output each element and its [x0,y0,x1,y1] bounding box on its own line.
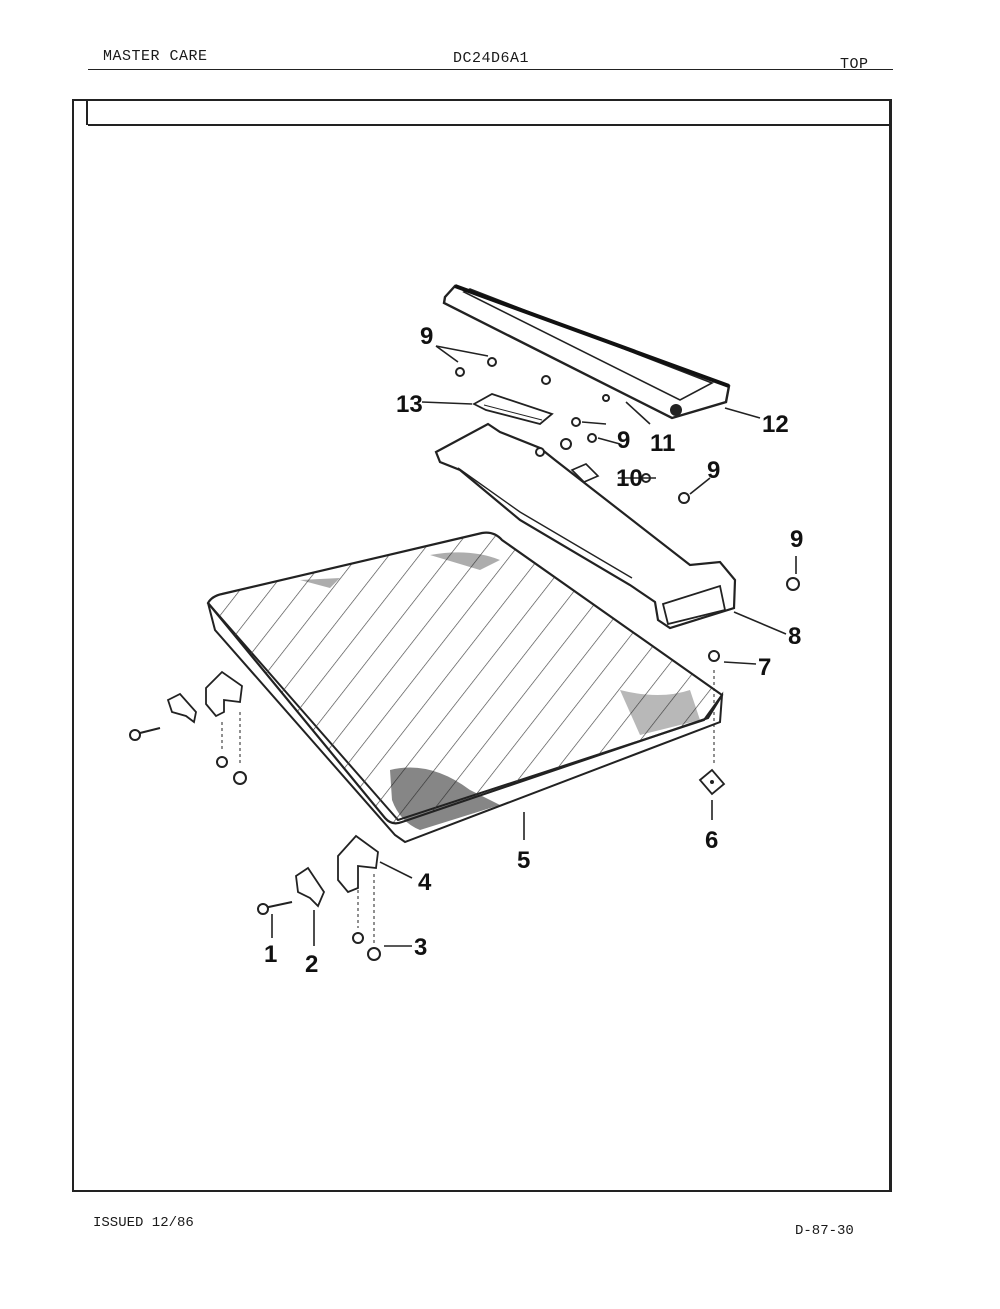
hinge-bracket-upper [129,670,247,785]
header-rule [88,69,893,70]
diagram-frame [72,99,892,1192]
hinge-bracket-lower [257,834,381,961]
callout-10: 10 [616,465,643,492]
callout-9: 9 [617,427,630,454]
callout-3: 3 [414,934,427,961]
callout-11: 11 [650,430,675,457]
header-brand: MASTER CARE [103,48,208,65]
wood-top-panel [206,531,724,844]
header-model-number: DC24D6A1 [453,50,530,67]
footer-page-code: D-87-30 [795,1223,854,1239]
console-base [434,422,737,630]
callout-9: 9 [790,526,803,553]
bracket-part-13 [472,393,554,425]
callout-7: 7 [758,654,771,681]
callout-4: 4 [418,869,432,896]
callout-2: 2 [305,951,318,978]
frame-title-rule [88,124,892,126]
callout-8: 8 [788,623,801,650]
part-callouts: 1 2 3 4 5 6 7 8 9 9 9 9 10 11 12 13 [264,323,803,978]
screws-part-9 [455,357,800,591]
callout-12: 12 [762,411,789,438]
callout-9: 9 [420,323,433,350]
callout-1: 1 [264,941,277,968]
callout-9: 9 [707,457,720,484]
console-cover [442,284,731,420]
header-section: TOP [840,56,869,73]
leader-lines [271,345,797,947]
callout-5: 5 [517,847,530,874]
frame-corner-mark [86,99,88,125]
callout-13: 13 [396,391,423,418]
clip-part-6 [698,650,726,796]
callout-6: 6 [705,827,718,854]
footer-issued-date: ISSUED 12/86 [93,1215,194,1231]
